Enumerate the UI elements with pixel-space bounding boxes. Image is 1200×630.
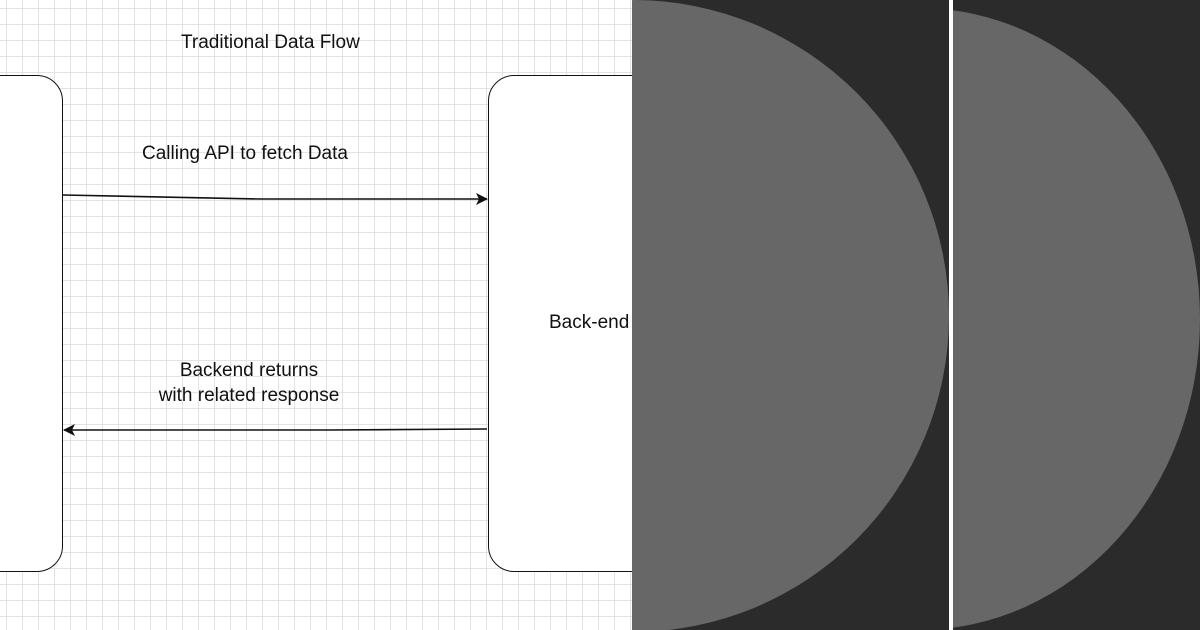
backend-box-label: Back-end [549,312,630,333]
client-box [0,75,63,572]
panel-divider [949,0,953,630]
response-arrow [63,424,488,436]
request-arrow [62,193,488,205]
request-arrow-label: Calling API to fetch Data [142,143,348,164]
backend-box [488,75,632,572]
arrow-layer [62,193,488,436]
dark-panel-right [953,0,1200,630]
half-circle-shape [953,8,1200,630]
response-arrow-label-line-2: with related response [158,385,340,406]
diagram-title: Traditional Data Flow [181,32,360,53]
diagram-canvas: Traditional Data Flow Back-end Calling A… [0,0,632,630]
response-arrow-label-line-1: Backend returns [179,360,319,381]
response-arrow-label: Backend returns with related response [148,358,350,408]
dark-panel-left [632,0,949,630]
half-circle-shape [632,0,949,630]
